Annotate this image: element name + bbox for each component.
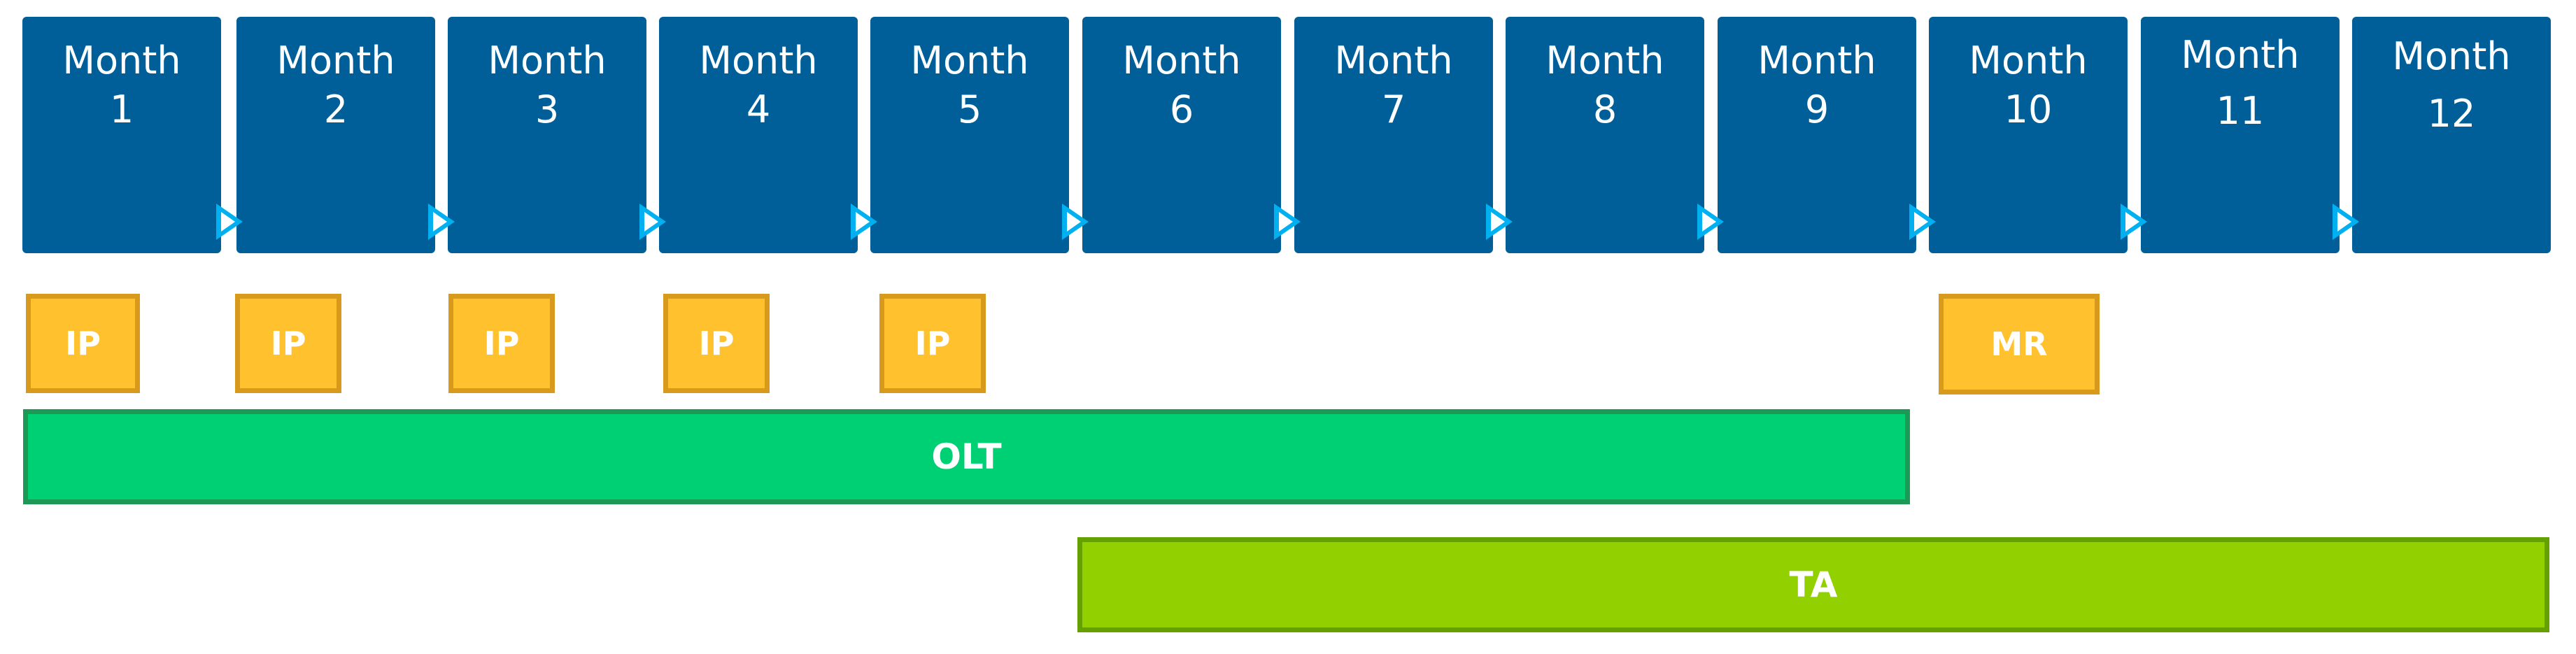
milestone-ip-5: IP <box>879 294 986 393</box>
play-arrow-icon <box>851 204 877 240</box>
play-arrow-icon <box>428 204 455 240</box>
bar-ta: TA <box>1077 537 2549 632</box>
bar-olt: OLT <box>23 409 1910 504</box>
month-number: 2 <box>323 87 348 131</box>
month-box-9: Month 9 <box>1718 17 1916 253</box>
milestone-mr: MR <box>1939 294 2100 394</box>
milestone-ip-1: IP <box>26 294 140 393</box>
month-number: 3 <box>535 87 560 131</box>
month-box-4: Month 4 <box>659 17 858 253</box>
play-arrow-icon <box>1062 204 1089 240</box>
month-word: Month <box>62 38 181 83</box>
play-arrow-icon <box>1274 204 1301 240</box>
play-arrow-icon <box>1909 204 1936 240</box>
month-number: 8 <box>1592 87 1618 131</box>
month-number: 10 <box>2004 87 2053 131</box>
month-box-6: Month 6 <box>1082 17 1281 253</box>
month-box-11: Month 11 <box>2141 17 2340 253</box>
month-word: Month <box>910 38 1029 83</box>
month-box-7: Month 7 <box>1294 17 1493 253</box>
month-word: Month <box>1122 38 1241 83</box>
month-box-3: Month 3 <box>448 17 646 253</box>
play-arrow-icon <box>1697 204 1724 240</box>
month-number: 9 <box>1804 87 1830 131</box>
month-number: 5 <box>957 87 982 131</box>
month-box-10: Month 10 <box>1929 17 2128 253</box>
play-arrow-icon <box>2121 204 2147 240</box>
play-arrow-icon <box>216 204 243 240</box>
month-word: Month <box>488 38 607 83</box>
month-box-2: Month 2 <box>236 17 435 253</box>
milestone-ip-2: IP <box>235 294 341 393</box>
play-arrow-icon <box>2333 204 2359 240</box>
month-word: Month <box>2392 34 2511 78</box>
month-word: Month <box>699 38 818 83</box>
milestone-ip-3: IP <box>448 294 555 393</box>
milestone-ip-4: IP <box>663 294 770 393</box>
month-number: 7 <box>1381 87 1406 131</box>
month-word: Month <box>1969 38 2088 83</box>
month-box-8: Month 8 <box>1506 17 1704 253</box>
month-word: Month <box>2181 33 2300 77</box>
month-box-1: Month 1 <box>22 17 221 253</box>
month-box-12: Month 12 <box>2352 17 2551 253</box>
month-number: 11 <box>2216 89 2265 133</box>
play-arrow-icon <box>639 204 666 240</box>
month-number: 4 <box>746 87 771 131</box>
month-box-5: Month 5 <box>870 17 1069 253</box>
month-number: 6 <box>1169 87 1194 131</box>
month-word: Month <box>1334 38 1453 83</box>
month-word: Month <box>276 38 395 83</box>
month-number: 1 <box>109 87 134 131</box>
month-word: Month <box>1545 38 1664 83</box>
month-number: 12 <box>2427 92 2476 136</box>
play-arrow-icon <box>1486 204 1513 240</box>
month-word: Month <box>1757 38 1876 83</box>
